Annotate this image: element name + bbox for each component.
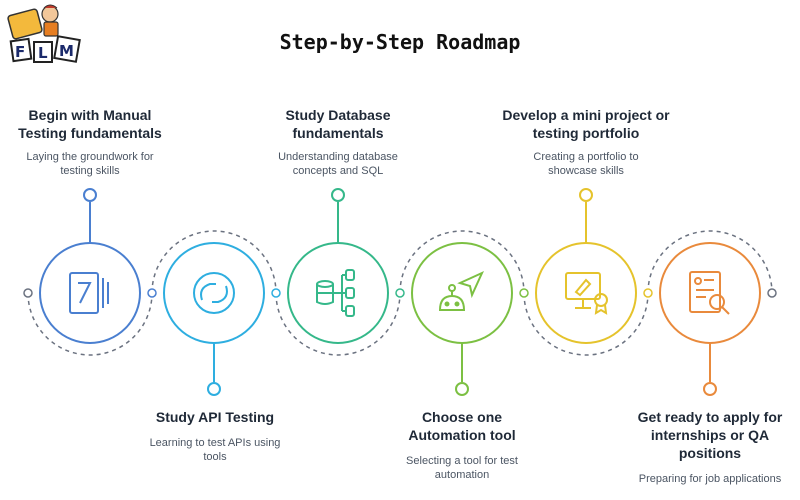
step-6-label: Get ready to apply for internships or QA… xyxy=(630,408,790,486)
step-5-label: Develop a mini project or testing portfo… xyxy=(500,106,672,178)
svg-text:L: L xyxy=(38,44,48,62)
svg-text:M: M xyxy=(59,42,74,60)
step-3-description: Understanding database concepts and SQL xyxy=(278,151,398,177)
connector-arc-5 xyxy=(523,292,649,356)
connector-arc-3 xyxy=(275,292,401,356)
step-3-node xyxy=(287,188,405,344)
step-5-node xyxy=(535,188,653,344)
step-5-heading: Develop a mini project or testing portfo… xyxy=(502,107,670,141)
step-3-heading: Study Database fundamentals xyxy=(285,107,391,141)
step-6-description: Preparing for job applications xyxy=(638,473,782,485)
document-icon xyxy=(69,272,109,314)
connector-arc-4 xyxy=(399,230,525,294)
certificate-icon xyxy=(565,272,608,315)
step-2-node xyxy=(163,242,281,396)
step-4-label: Choose one Automation tool Selecting a t… xyxy=(402,408,522,482)
step-6-heading: Get ready to apply for internships or QA… xyxy=(637,409,783,461)
step-3-label: Study Database fundamentals Understandin… xyxy=(263,106,413,178)
resume-search-icon xyxy=(689,271,730,315)
step-4-description: Selecting a tool for test automation xyxy=(406,455,518,481)
step-2-label: Study API Testing Learning to test APIs … xyxy=(140,408,290,464)
step-1-label: Begin with Manual Testing fundamentals L… xyxy=(10,106,170,178)
connector-arc-2 xyxy=(151,230,277,294)
step-4-node xyxy=(411,242,529,396)
endpoint-dot xyxy=(23,288,33,298)
step-5-description: Creating a portfolio to showcase skills xyxy=(533,151,639,177)
page-title: Step-by-Step Roadmap xyxy=(279,30,521,54)
database-icon xyxy=(316,269,355,317)
endpoint-dot xyxy=(767,288,777,298)
step-1-heading: Begin with Manual Testing fundamentals xyxy=(18,107,162,141)
step-1-node xyxy=(39,188,157,344)
flm-logo: F L M xyxy=(4,2,90,72)
step-6-node xyxy=(659,242,761,396)
step-1-description: Laying the groundwork for testing skills xyxy=(26,151,154,177)
svg-text:F: F xyxy=(15,43,25,61)
connector-arc-1 xyxy=(27,292,153,356)
connector-arc-6 xyxy=(647,230,773,294)
robot-cursor-icon xyxy=(438,270,485,311)
api-link-icon xyxy=(193,272,235,314)
step-2-description: Learning to test APIs using tools xyxy=(149,437,281,463)
step-2-heading: Study API Testing xyxy=(155,409,275,425)
step-4-heading: Choose one Automation tool xyxy=(408,409,516,443)
